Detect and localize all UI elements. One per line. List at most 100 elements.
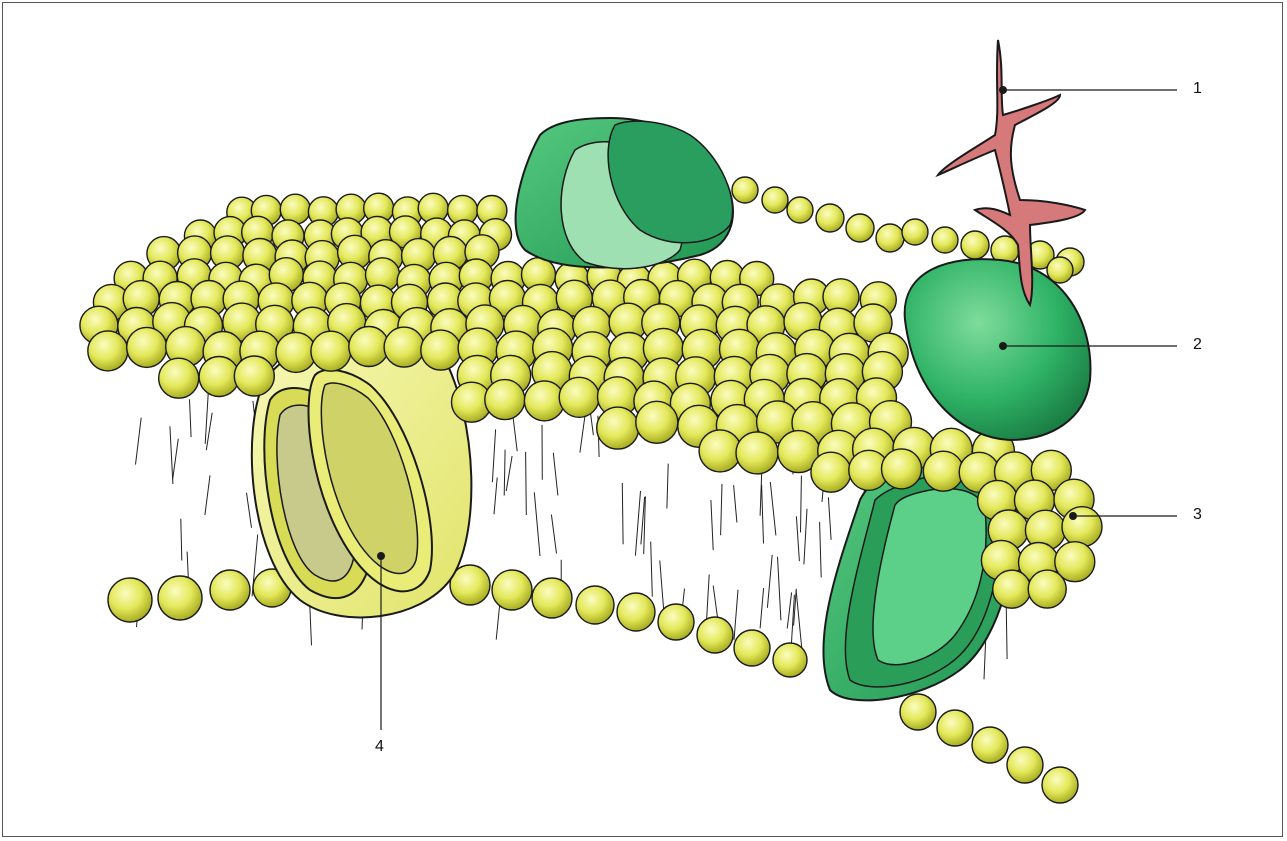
lipid-tail (506, 456, 512, 491)
phospholipid-head (882, 449, 922, 489)
phospholipid-head (697, 617, 733, 653)
phospholipid-head (699, 430, 741, 472)
phospholipid-head (276, 332, 316, 372)
phospholipid-head (108, 578, 152, 622)
phospholipid-head (961, 231, 989, 259)
lipid-tail (787, 592, 791, 628)
phospholipid-head (597, 407, 639, 449)
lipid-tail (580, 416, 585, 453)
lipid-tail (734, 590, 738, 640)
leader-dot-1 (999, 86, 1007, 94)
lipid-tail (136, 418, 142, 465)
phospholipid-head (384, 327, 424, 367)
phospholipid-head (762, 187, 788, 213)
lipid-tail (205, 475, 210, 515)
lipid-tail (170, 426, 173, 484)
phospholipid-head (349, 327, 389, 367)
lipid-tail (635, 491, 640, 556)
lipid-tail (760, 588, 764, 628)
phospholipid-head (734, 630, 770, 666)
phospholipid-head (787, 197, 813, 223)
lipid-tail (796, 590, 802, 650)
top-protein (516, 118, 733, 269)
lipid-tail (181, 519, 182, 561)
lipid-tail (651, 542, 653, 597)
lipid-tail (247, 493, 252, 528)
lipid-tail (534, 492, 540, 556)
phospholipid-head (617, 593, 655, 631)
phospholipid-head (234, 356, 274, 396)
label-3: 3 (1193, 506, 1202, 524)
lipid-tail (711, 500, 713, 550)
phospholipid-head (1042, 767, 1078, 803)
lipid-tail (734, 485, 737, 522)
phospholipid-head (1062, 507, 1102, 547)
label-4: 4 (375, 738, 384, 756)
phospholipid-head (732, 177, 758, 203)
lipid-tail (1006, 604, 1007, 659)
phospholipid-head (816, 204, 844, 232)
lipid-tail (778, 557, 781, 621)
peripheral-protein (905, 259, 1091, 440)
phospholipid-head (932, 227, 958, 253)
phospholipid-head (876, 224, 904, 252)
phospholipid-head (773, 643, 807, 677)
phospholipid-head (88, 331, 128, 371)
lipid-tail (660, 561, 664, 615)
label-2: 2 (1193, 336, 1202, 354)
lipid-tail (526, 452, 527, 515)
lipid-tail (804, 509, 807, 565)
channel-protein-yellow (252, 333, 472, 617)
lipid-tail (767, 555, 772, 608)
phospholipid-head (846, 214, 874, 242)
lipid-tail (190, 399, 192, 437)
phospholipid-head (485, 380, 525, 420)
lipid-tail (762, 485, 764, 544)
lipid-tail (721, 484, 722, 535)
phospholipid-head (532, 578, 572, 618)
lipid-tail (551, 515, 556, 554)
lipid-tail (205, 390, 208, 444)
lipid-tail (504, 450, 505, 496)
phospholipid-head (993, 570, 1031, 608)
phospholipid-head (1007, 747, 1043, 783)
phospholipid-head (210, 570, 250, 610)
lipid-tail (494, 478, 497, 515)
phospholipid-head (311, 331, 351, 371)
phospholipid-head (492, 570, 532, 610)
lipid-tail (713, 586, 718, 622)
lipid-tail (622, 483, 623, 544)
phospholipid-head (1028, 570, 1066, 608)
lipid-tail (770, 482, 776, 535)
phospholipid-head (636, 401, 678, 443)
phospholipid-head (158, 576, 202, 620)
phospholipid-head (736, 432, 778, 474)
phospholipid-head (658, 604, 694, 640)
phospholipid-head (972, 727, 1008, 763)
phospholipid-head (900, 694, 936, 730)
lipid-tail (801, 476, 802, 533)
leader-dot-2 (999, 342, 1007, 350)
lipid-tail (667, 464, 668, 509)
phospholipid-head (159, 358, 199, 398)
phospholipid-head (937, 710, 973, 746)
label-1: 1 (1193, 80, 1202, 98)
lipid-tail (820, 522, 822, 578)
lipid-tail (828, 497, 831, 539)
lipid-tail (173, 439, 179, 480)
leader-dot-4 (377, 552, 385, 560)
phospholipid-head (524, 381, 564, 421)
phospholipid-head (421, 330, 461, 370)
lipid-tail (553, 453, 558, 496)
phospholipid-head (902, 219, 928, 245)
lipid-tail (796, 516, 799, 561)
lipid-tail (492, 429, 495, 482)
phospholipid-head (199, 357, 239, 397)
phospholipid-head (127, 327, 167, 367)
phospholipid-head (559, 377, 599, 417)
phospholipid-head (576, 586, 614, 624)
leader-dot-3 (1069, 512, 1077, 520)
phospholipid-head (811, 452, 851, 492)
phospholipid-head (923, 451, 963, 491)
